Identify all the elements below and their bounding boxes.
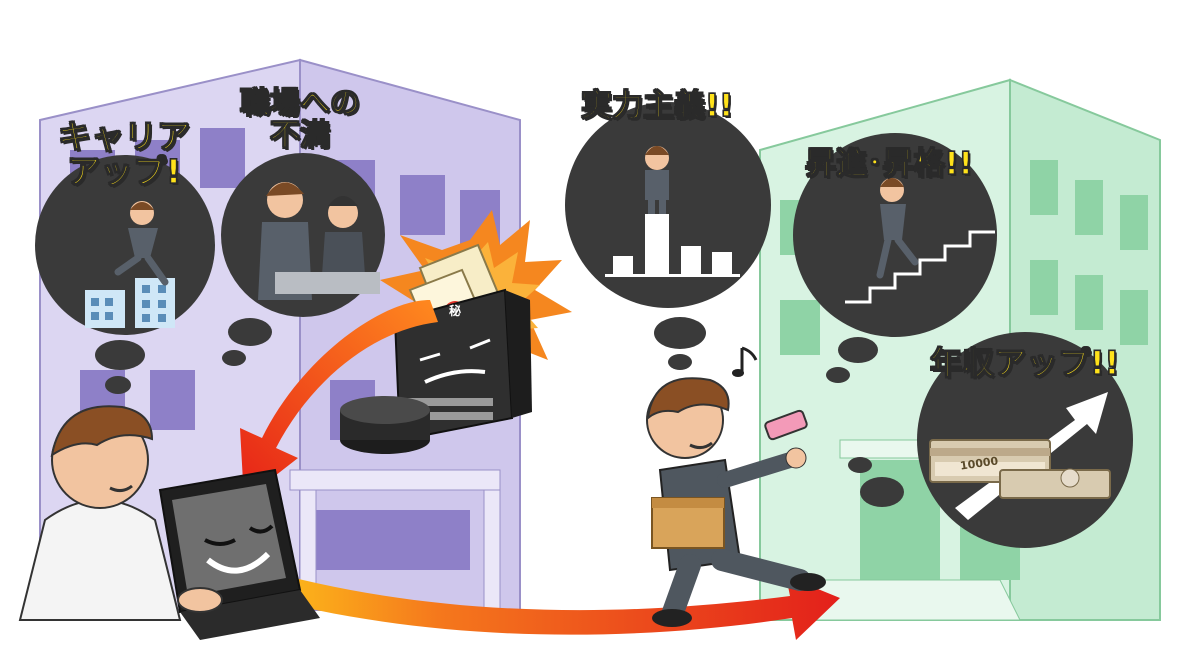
career-up-caption-line1: キャリア: [57, 117, 190, 156]
disk-icon: [340, 396, 430, 454]
stairs-icon: [845, 230, 995, 304]
man-with-laptop: [18, 405, 320, 640]
usb-icon: [764, 409, 808, 441]
dissatisfaction-caption: 職場への 不満: [239, 86, 360, 153]
promotion-caption-text: 昇進･昇格!!: [804, 146, 973, 182]
career-up-thought-bubble: [35, 155, 215, 394]
dissatisfaction-thought-bubble: [221, 153, 385, 366]
box-icon: [651, 497, 725, 549]
music-note-icon: [732, 346, 758, 377]
meritocracy-caption: 実力主義!!: [580, 88, 734, 124]
laptop-icon: [158, 468, 320, 640]
small-buildings-icon: [85, 278, 175, 328]
career-up-caption: キャリア アップ!: [57, 117, 190, 191]
money-icon: [929, 439, 1111, 499]
arguing-men-icon: [258, 182, 380, 300]
career-up-caption-line2: アップ!: [66, 151, 182, 191]
dissatisfaction-caption-line2: 不満: [269, 117, 330, 153]
dissatisfaction-caption-line1: 職場への: [239, 86, 360, 121]
jumping-man-icon: [114, 201, 169, 286]
walking-man: [646, 377, 826, 627]
confidential-stamp: 秘: [448, 304, 461, 318]
promotion-caption: 昇進･昇格!!: [804, 146, 973, 182]
income-up-thought-bubble: [848, 332, 1133, 548]
meritocracy-caption-text: 実力主義!!: [580, 88, 734, 124]
server-icon: [393, 288, 532, 442]
income-up-caption-text: 年収アップ!!: [929, 344, 1120, 382]
meritocracy-thought-bubble: [565, 102, 771, 370]
promotion-thought-bubble: [793, 133, 997, 383]
climbing-man-icon: [876, 178, 919, 279]
income-up-caption: 年収アップ!!: [929, 344, 1120, 382]
bar-chart-icon: [613, 214, 732, 274]
standing-man-icon: [645, 146, 669, 214]
